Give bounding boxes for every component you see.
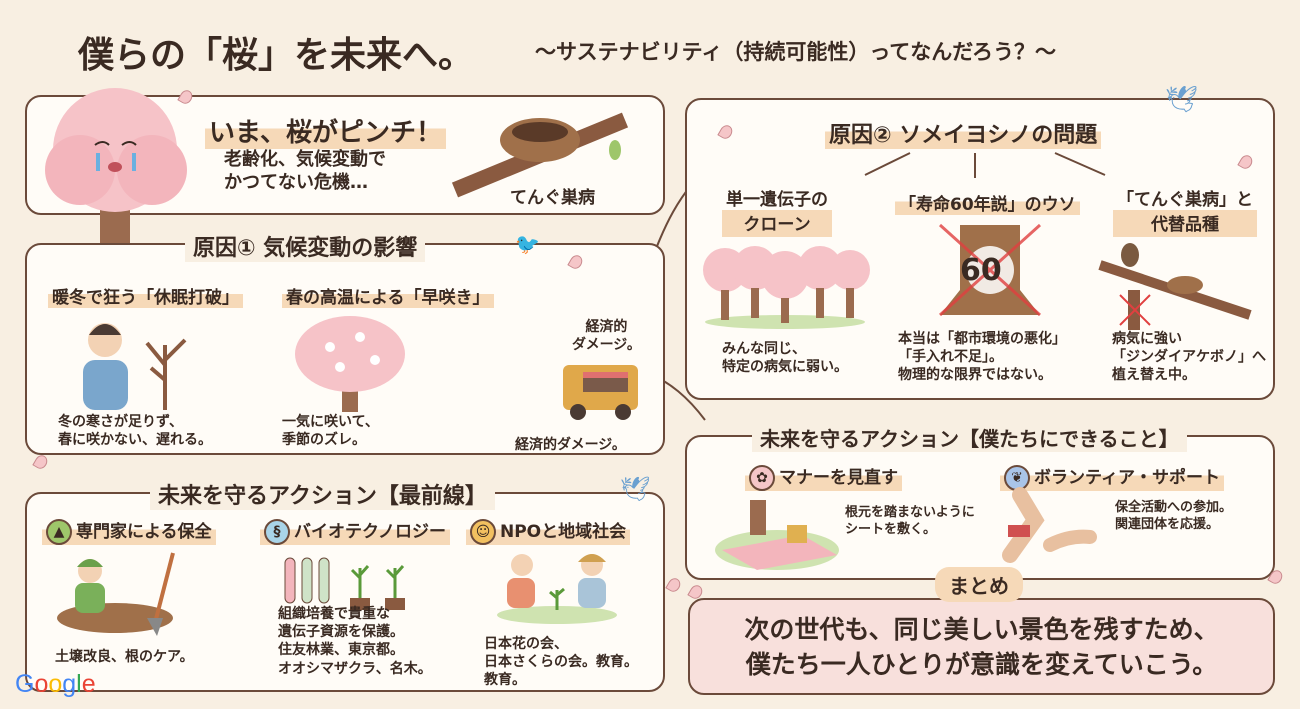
cause1-item-caption: 一気に咲いて、 季節のズレ。 bbox=[282, 414, 379, 449]
bird-icon: 🕊 bbox=[620, 475, 651, 503]
cause2-item-title: 単一遺伝子の クローン bbox=[722, 188, 832, 238]
test-tubes-seedlings-illustration bbox=[284, 557, 405, 610]
bird-icon: 🐦 bbox=[515, 232, 540, 256]
gardener-illustration bbox=[57, 552, 175, 636]
branch-replace-illustration bbox=[1098, 243, 1252, 330]
cause2-item-caption: 病気に強い 「ジンダイアケボノ」へ 植え替え中。 bbox=[1112, 331, 1266, 384]
item-title-text: NPOと地域社会 bbox=[500, 522, 627, 542]
cause2-item-caption: 本当は「都市環境の悪化」 「手入れ不足」。 物理的な限界ではない。 bbox=[898, 331, 1066, 384]
cause1-item-title: 春の高温による「早咲き」 bbox=[282, 283, 494, 308]
truck-label: 経済的 ダメージ。 bbox=[572, 319, 641, 354]
picnic-sheet-illustration bbox=[715, 500, 839, 570]
pinch-heading: いま、桜がピンチ！ bbox=[205, 112, 446, 149]
cause2-heading: 原因② ソメイヨシノの問題 bbox=[825, 117, 1102, 149]
cold-person-illustration bbox=[83, 323, 187, 410]
action-us-item-title: ✿マナーを見直す bbox=[745, 463, 902, 491]
pinch-text: 老齢化、気候変動で かつてない危機… bbox=[224, 149, 386, 194]
tree-icon: ▲ bbox=[46, 519, 72, 545]
action-us-heading: 未来を守るアクション【僕たちにできること】 bbox=[752, 423, 1187, 452]
action-front-item-caption: 土壌改良、根のケア。 bbox=[55, 649, 194, 665]
item-title-text: マナーを見直す bbox=[779, 468, 898, 488]
action-front-item-title: ☺NPOと地域社会 bbox=[466, 517, 631, 545]
cause1-item-caption: 冬の寒さが足りず、 春に咲かない、遅れる。 bbox=[58, 414, 212, 449]
helping-hands-illustration bbox=[1002, 487, 1097, 563]
action-us-item-text: 根元を踏まないように シートを敷く。 bbox=[845, 505, 975, 537]
action-front-heading: 未来を守るアクション【最前線】 bbox=[150, 478, 495, 510]
dna-icon: § bbox=[264, 519, 290, 545]
item-title-text: 専門家による保全 bbox=[76, 522, 212, 542]
cause2-arrows bbox=[864, 152, 1106, 178]
community-planting-illustration bbox=[497, 554, 617, 624]
tree-trunk-60-illustration bbox=[938, 223, 1042, 317]
dove-icon: ❦ bbox=[1004, 465, 1030, 491]
food-truck-illustration bbox=[563, 365, 638, 420]
cause2-item-caption: みんな同じ、 特定の病気に弱い。 bbox=[722, 341, 848, 376]
action-front-item-title: §バイオテクノロジー bbox=[260, 517, 450, 545]
item-title-text: ボランティア・サポート bbox=[1034, 468, 1220, 488]
cause2-item-title: 「寿命60年説」のウソ bbox=[895, 190, 1080, 215]
page-title: 僕らの「桜」を未来へ。 bbox=[78, 35, 475, 76]
nest-illustration bbox=[451, 112, 629, 198]
action-front-item-caption: 組織培養で貴重な 遺伝子資源を保護。 住友林業、東京都。 オオシマザクラ、名木。 bbox=[278, 606, 432, 677]
people-icon: ☺ bbox=[470, 519, 496, 545]
item-title-text: バイオテクノロジー bbox=[294, 522, 446, 542]
action-front-item-caption: 日本花の会、 日本さくらの会。教育。 教育。 bbox=[484, 636, 638, 689]
cause1-item-title: 暖冬で狂う「休眠打破」 bbox=[48, 283, 243, 308]
nest-label: てんぐ巣病 bbox=[510, 188, 595, 208]
summary-label: まとめ bbox=[935, 567, 1023, 602]
sixty-badge: 60 bbox=[960, 253, 1002, 288]
bird-icon: 🕊 bbox=[1165, 85, 1199, 115]
clone-trees-illustration bbox=[703, 246, 870, 329]
sakura-icon: ✿ bbox=[749, 465, 775, 491]
action-us-item-title: ❦ボランティア・サポート bbox=[1000, 463, 1224, 491]
cause1-heading: 原因① 気候変動の影響 bbox=[185, 230, 426, 262]
summary-text: 次の世代も、同じ美しい景色を残すため、 僕たち一人ひとりが意識を変えていこう。 bbox=[744, 615, 1219, 679]
cause2-item-title: 「てんぐ巣病」と 代替品種 bbox=[1113, 188, 1257, 238]
google-logo: Google bbox=[15, 670, 96, 698]
early-bloom-tree-illustration bbox=[295, 316, 405, 412]
truck-caption: 経済的ダメージ。 bbox=[515, 437, 626, 453]
action-front-item-title: ▲専門家による保全 bbox=[42, 517, 216, 545]
action-us-item-text: 保全活動への参加。 関連団体を応援。 bbox=[1115, 500, 1233, 532]
page-subtitle: 〜サステナビリティ（持続可能性）ってなんだろう？〜 bbox=[535, 40, 1057, 64]
